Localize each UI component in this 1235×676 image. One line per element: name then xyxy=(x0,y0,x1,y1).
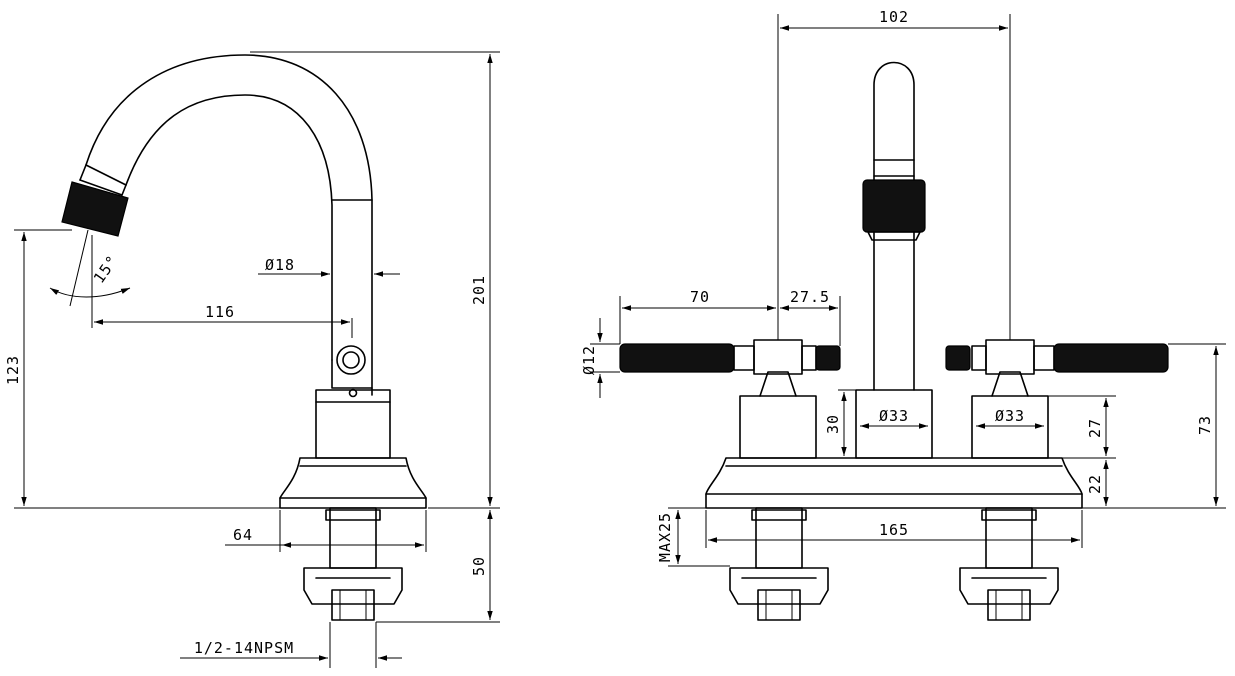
front-view: 102 70 27.5 Ø12 30 Ø33 Ø33 27 22 xyxy=(580,8,1226,621)
right-shank xyxy=(985,507,1033,569)
side-body xyxy=(315,389,391,459)
left-shank xyxy=(755,507,803,569)
lever-pivot xyxy=(336,345,366,375)
dim-handle-offset: 27.5 xyxy=(790,288,830,306)
dim-spout-reach: 116 xyxy=(205,303,235,321)
dim-shank-length: 50 xyxy=(470,556,488,576)
right-cross-hub xyxy=(985,339,1035,375)
front-aerator-knurl xyxy=(862,179,926,233)
dim-overall-height: 201 xyxy=(470,275,488,305)
dim-valve-diameter: Ø33 xyxy=(995,407,1025,425)
right-nut xyxy=(959,567,1059,605)
dim-overall-height-front: 73 xyxy=(1196,415,1214,435)
dim-angle: 15° xyxy=(90,252,122,287)
left-valve-body xyxy=(739,395,817,459)
dim-max-deck: MAX25 xyxy=(656,512,674,562)
side-base xyxy=(279,457,427,509)
left-handle-knurl xyxy=(619,343,735,373)
spout-inner-curve xyxy=(125,94,333,361)
left-handle-cap xyxy=(815,345,841,371)
right-valve-body xyxy=(971,395,1049,459)
left-nut xyxy=(729,567,829,605)
dim-base-height: 22 xyxy=(1086,474,1104,494)
dim-spread: 102 xyxy=(879,8,909,26)
dim-handle-length: 70 xyxy=(690,288,710,306)
aerator-knurl xyxy=(61,181,129,237)
front-spout-tube xyxy=(873,61,915,391)
left-cross-hub xyxy=(753,339,803,375)
dim-body-height: 30 xyxy=(824,414,842,434)
dim-base-length: 165 xyxy=(879,521,909,539)
dim-thread: 1/2-14NPSM xyxy=(194,639,294,657)
dim-valve-height: 27 xyxy=(1086,418,1104,438)
dim-handle-diameter: Ø12 xyxy=(580,345,598,375)
side-nut xyxy=(303,567,403,605)
side-shank xyxy=(329,507,377,569)
dim-center-diameter: Ø33 xyxy=(879,407,909,425)
right-handle-knurl xyxy=(1053,343,1169,373)
dim-spout-height: 123 xyxy=(4,355,22,385)
side-view: 201 123 116 15° Ø18 64 50 xyxy=(4,51,500,668)
right-handle-cap xyxy=(945,345,971,371)
dim-base-width: 64 xyxy=(233,526,253,544)
spout-outer-curve xyxy=(85,54,373,396)
dim-tube-diameter: Ø18 xyxy=(265,256,295,274)
